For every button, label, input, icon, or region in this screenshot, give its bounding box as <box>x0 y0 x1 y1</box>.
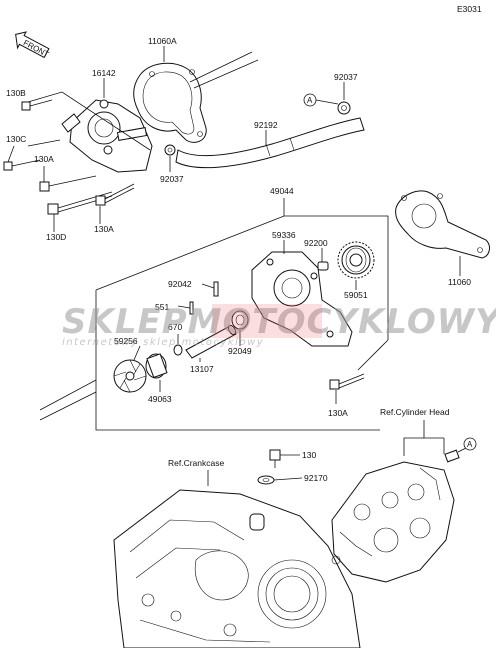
watermark-sub: internetowy sklep motocyklowy <box>62 337 264 348</box>
label-59336: 59336 <box>272 230 296 240</box>
pump-housing-59336 <box>251 251 353 347</box>
clamp-92037-upper <box>337 101 351 115</box>
diagram-id: E3031 <box>457 4 482 14</box>
watermark-main: SKLEPMOTOCYKLOWY.PL <box>62 302 496 342</box>
shaft-13107 <box>185 324 237 359</box>
svg-text:A: A <box>467 440 473 449</box>
label-49044: 49044 <box>270 186 294 196</box>
label-59051: 59051 <box>344 290 368 300</box>
front-arrow: FRONT <box>15 31 50 59</box>
fitting-cylinder-head <box>444 447 467 463</box>
callout-a-top: A <box>303 93 317 107</box>
ref-cylinder-head: Ref.Cylinder Head <box>380 407 450 417</box>
impeller-59256 <box>113 359 147 393</box>
watermark-red-band <box>212 304 322 338</box>
cylinder-head <box>331 461 455 583</box>
label-130b: 130B <box>6 88 26 98</box>
label-13107: 13107 <box>190 364 214 374</box>
label-92037-lower: 92037 <box>160 174 184 184</box>
label-551: 551 <box>155 302 169 312</box>
label-92042: 92042 <box>168 279 192 289</box>
seal-92049 <box>231 310 249 330</box>
svg-text:A: A <box>307 96 313 105</box>
ref-crankcase: Ref.Crankcase <box>168 458 224 468</box>
crankcase <box>113 489 361 648</box>
watermark: SKLEPMOTOCYKLOWY.PL internetowy sklep mo… <box>62 302 496 348</box>
label-130: 130 <box>302 450 316 460</box>
label-16142: 16142 <box>92 68 116 78</box>
label-130a-left: 130A <box>34 154 54 164</box>
seal-49063 <box>145 353 168 379</box>
bolt-130a-right <box>329 373 365 390</box>
label-92192: 92192 <box>254 120 278 130</box>
bolt-130a-left <box>39 175 97 192</box>
label-670: 670 <box>168 322 182 332</box>
callout-a-right: A <box>463 437 477 451</box>
bolt-130b <box>21 99 53 111</box>
label-130a-lower: 130A <box>94 224 114 234</box>
bolt-130 <box>269 449 281 468</box>
gear-59051 <box>337 241 375 279</box>
label-130a-right: 130A <box>328 408 348 418</box>
gasket-11060a <box>133 62 207 143</box>
ring-670 <box>173 344 183 356</box>
label-92200: 92200 <box>304 238 328 248</box>
pump-cover-16142 <box>61 99 153 173</box>
hose-92192 <box>175 117 365 169</box>
label-130d: 130D <box>46 232 66 242</box>
label-59256: 59256 <box>114 336 138 346</box>
label-11060: 11060 <box>448 277 471 287</box>
label-49063: 49063 <box>148 394 172 404</box>
clamp-92037-lower <box>164 144 176 156</box>
label-11060a: 11060A <box>148 36 177 46</box>
label-130c: 130C <box>6 134 26 144</box>
label-92170: 92170 <box>304 473 328 483</box>
washer-92170 <box>257 475 275 485</box>
bolt-130a-lower <box>95 183 135 206</box>
label-92037-upper: 92037 <box>334 72 358 82</box>
pin-92042 <box>213 281 219 297</box>
gasket-11060 <box>395 190 490 259</box>
label-92049: 92049 <box>228 346 252 356</box>
washer-92200 <box>317 261 329 271</box>
